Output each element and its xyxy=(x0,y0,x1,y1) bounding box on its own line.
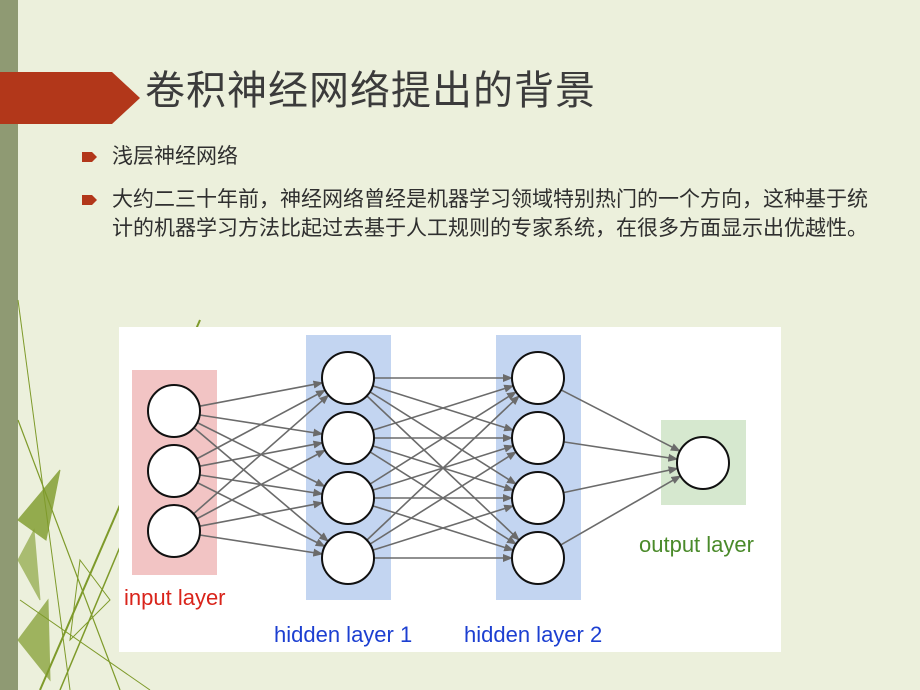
connection-edge xyxy=(372,384,515,431)
deco-triangle xyxy=(17,528,41,601)
deco-triangle xyxy=(17,469,61,541)
neuron-node xyxy=(147,384,201,438)
neuron-node xyxy=(511,471,565,525)
neuron-node xyxy=(511,351,565,405)
neuron-node xyxy=(511,411,565,465)
connection-edge xyxy=(369,391,517,485)
left-color-strip xyxy=(0,0,18,690)
title-banner-arrow xyxy=(0,72,140,124)
neuron-node xyxy=(511,531,565,585)
connection-edge xyxy=(366,395,520,541)
neuron-node xyxy=(147,444,201,498)
neuron-node xyxy=(321,351,375,405)
network-svg: input layer hidden layer 1 hidden layer 2 o… xyxy=(124,335,754,647)
layer-label-3: hidden layer 2 xyxy=(464,622,602,647)
neuron-node xyxy=(676,436,730,490)
connection-edge xyxy=(563,466,679,494)
deco-triangle xyxy=(17,598,51,682)
connection-edge xyxy=(199,534,324,557)
bullet-arrow-icon xyxy=(82,195,97,205)
bullet-text: 大约二三十年前，神经网络曾经是机器学习领域特别热门的一个方向，这种基于统计的机器… xyxy=(112,187,868,240)
bullet-item: 大约二三十年前，神经网络曾经是机器学习领域特别热门的一个方向，这种基于统计的机器… xyxy=(78,185,878,243)
connection-edge xyxy=(196,389,326,460)
connection-edge xyxy=(372,504,515,551)
connection-edge xyxy=(560,389,681,452)
connection-edge xyxy=(192,394,330,515)
layer-label-2: hidden layer 1 xyxy=(274,622,412,647)
connection-edge xyxy=(563,441,679,462)
connection-edge xyxy=(196,449,326,520)
connection-edge xyxy=(560,475,682,546)
bullet-list: 浅层神经网络 大约二三十年前，神经网络曾经是机器学习领域特别热门的一个方向，这种… xyxy=(78,142,878,257)
neuron-node xyxy=(321,531,375,585)
layer-label-1: input layer xyxy=(124,585,226,610)
layer-label-4: output layer xyxy=(639,532,754,557)
bullet-text: 浅层神经网络 xyxy=(112,144,238,168)
connection-edge xyxy=(199,380,324,407)
bullet-arrow-icon xyxy=(82,152,97,162)
connection-edge xyxy=(199,500,324,527)
neuron-node xyxy=(147,504,201,558)
neuron-node xyxy=(321,471,375,525)
connection-edge xyxy=(369,451,517,545)
deco-line xyxy=(17,419,121,690)
bullet-item: 浅层神经网络 xyxy=(78,142,878,171)
slide-title: 卷积神经网络提出的背景 xyxy=(145,68,596,114)
deco-triangle xyxy=(69,558,111,642)
neuron-node xyxy=(321,411,375,465)
neural-network-diagram: input layer hidden layer 1 hidden layer 2 o… xyxy=(119,327,781,652)
